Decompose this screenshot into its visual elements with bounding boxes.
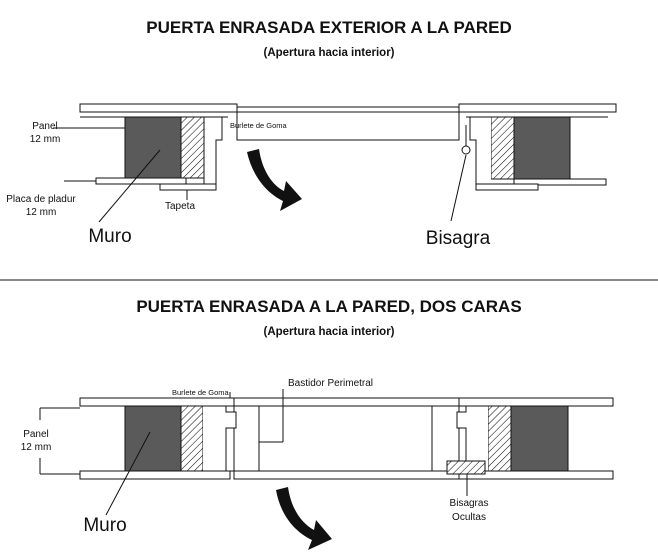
bottom-panel-left-2 [79,470,231,480]
placa-label-1: Placa de pladur [6,194,76,205]
section-2-subtitle: (Apertura hacia interior) [264,326,395,338]
placa-label-2: 12 mm [26,207,57,218]
bisagras-label-1: Bisagras [450,498,489,509]
top-panel-right [458,103,617,113]
bastidor-label: Bastidor Perimetral [288,378,373,389]
section-1-subtitle: (Apertura hacia interior) [264,47,395,59]
bisagras-label-2: Ocultas [452,512,486,523]
panel-label-2: 12 mm [30,134,61,145]
door-leaf-2 [233,397,460,480]
tapeta-label: Tapeta [165,201,195,212]
top-panel-right-2 [458,397,614,407]
pladur-plate-right [513,178,607,186]
panel-label-2-2: 12 mm [21,442,52,453]
bisagra-label: Bisagra [426,228,491,249]
muro-label-2: Muro [83,515,126,536]
bisagra-leader [450,154,467,222]
section-1-title: PUERTA ENRASADA EXTERIOR A LA PARED [146,18,512,37]
left-frame [180,116,205,179]
hidden-hinges [446,460,486,475]
opening-arrow-icon-2 [276,487,332,550]
muro-leader [98,149,161,223]
right-wall-2 [510,405,569,472]
section-1-drawing [53,103,617,223]
hinge-circle [461,145,471,155]
pladur-plate-left [95,177,187,185]
muro-leader-2 [105,431,151,516]
left-wall [124,116,182,179]
right-frame [490,116,515,180]
section-1: PUERTA ENRASADA EXTERIOR A LA PARED (Ape… [6,18,617,249]
tapeta-right [475,183,539,191]
right-wall [513,116,571,180]
opening-arrow-icon [247,149,302,211]
panel-label-2-1: Panel [23,429,49,440]
tapeta-left [159,183,217,191]
top-panel-left-2 [79,397,235,407]
burlete-label-1: Burlete de Goma [230,121,288,130]
muro-label-1: Muro [88,226,131,247]
section-2-title: PUERTA ENRASADA A LA PARED, DOS CARAS [136,297,521,316]
left-frame-2 [180,405,204,472]
right-frame-2 [487,405,512,472]
panel-label-1: Panel [32,121,58,132]
left-wall-2 [124,405,182,472]
top-panel-left [79,103,238,113]
section-2-drawing [39,389,614,516]
burlete-label-2: Burlete de Goma [172,388,230,397]
section-2: PUERTA ENRASADA A LA PARED, DOS CARAS (A… [21,297,614,550]
